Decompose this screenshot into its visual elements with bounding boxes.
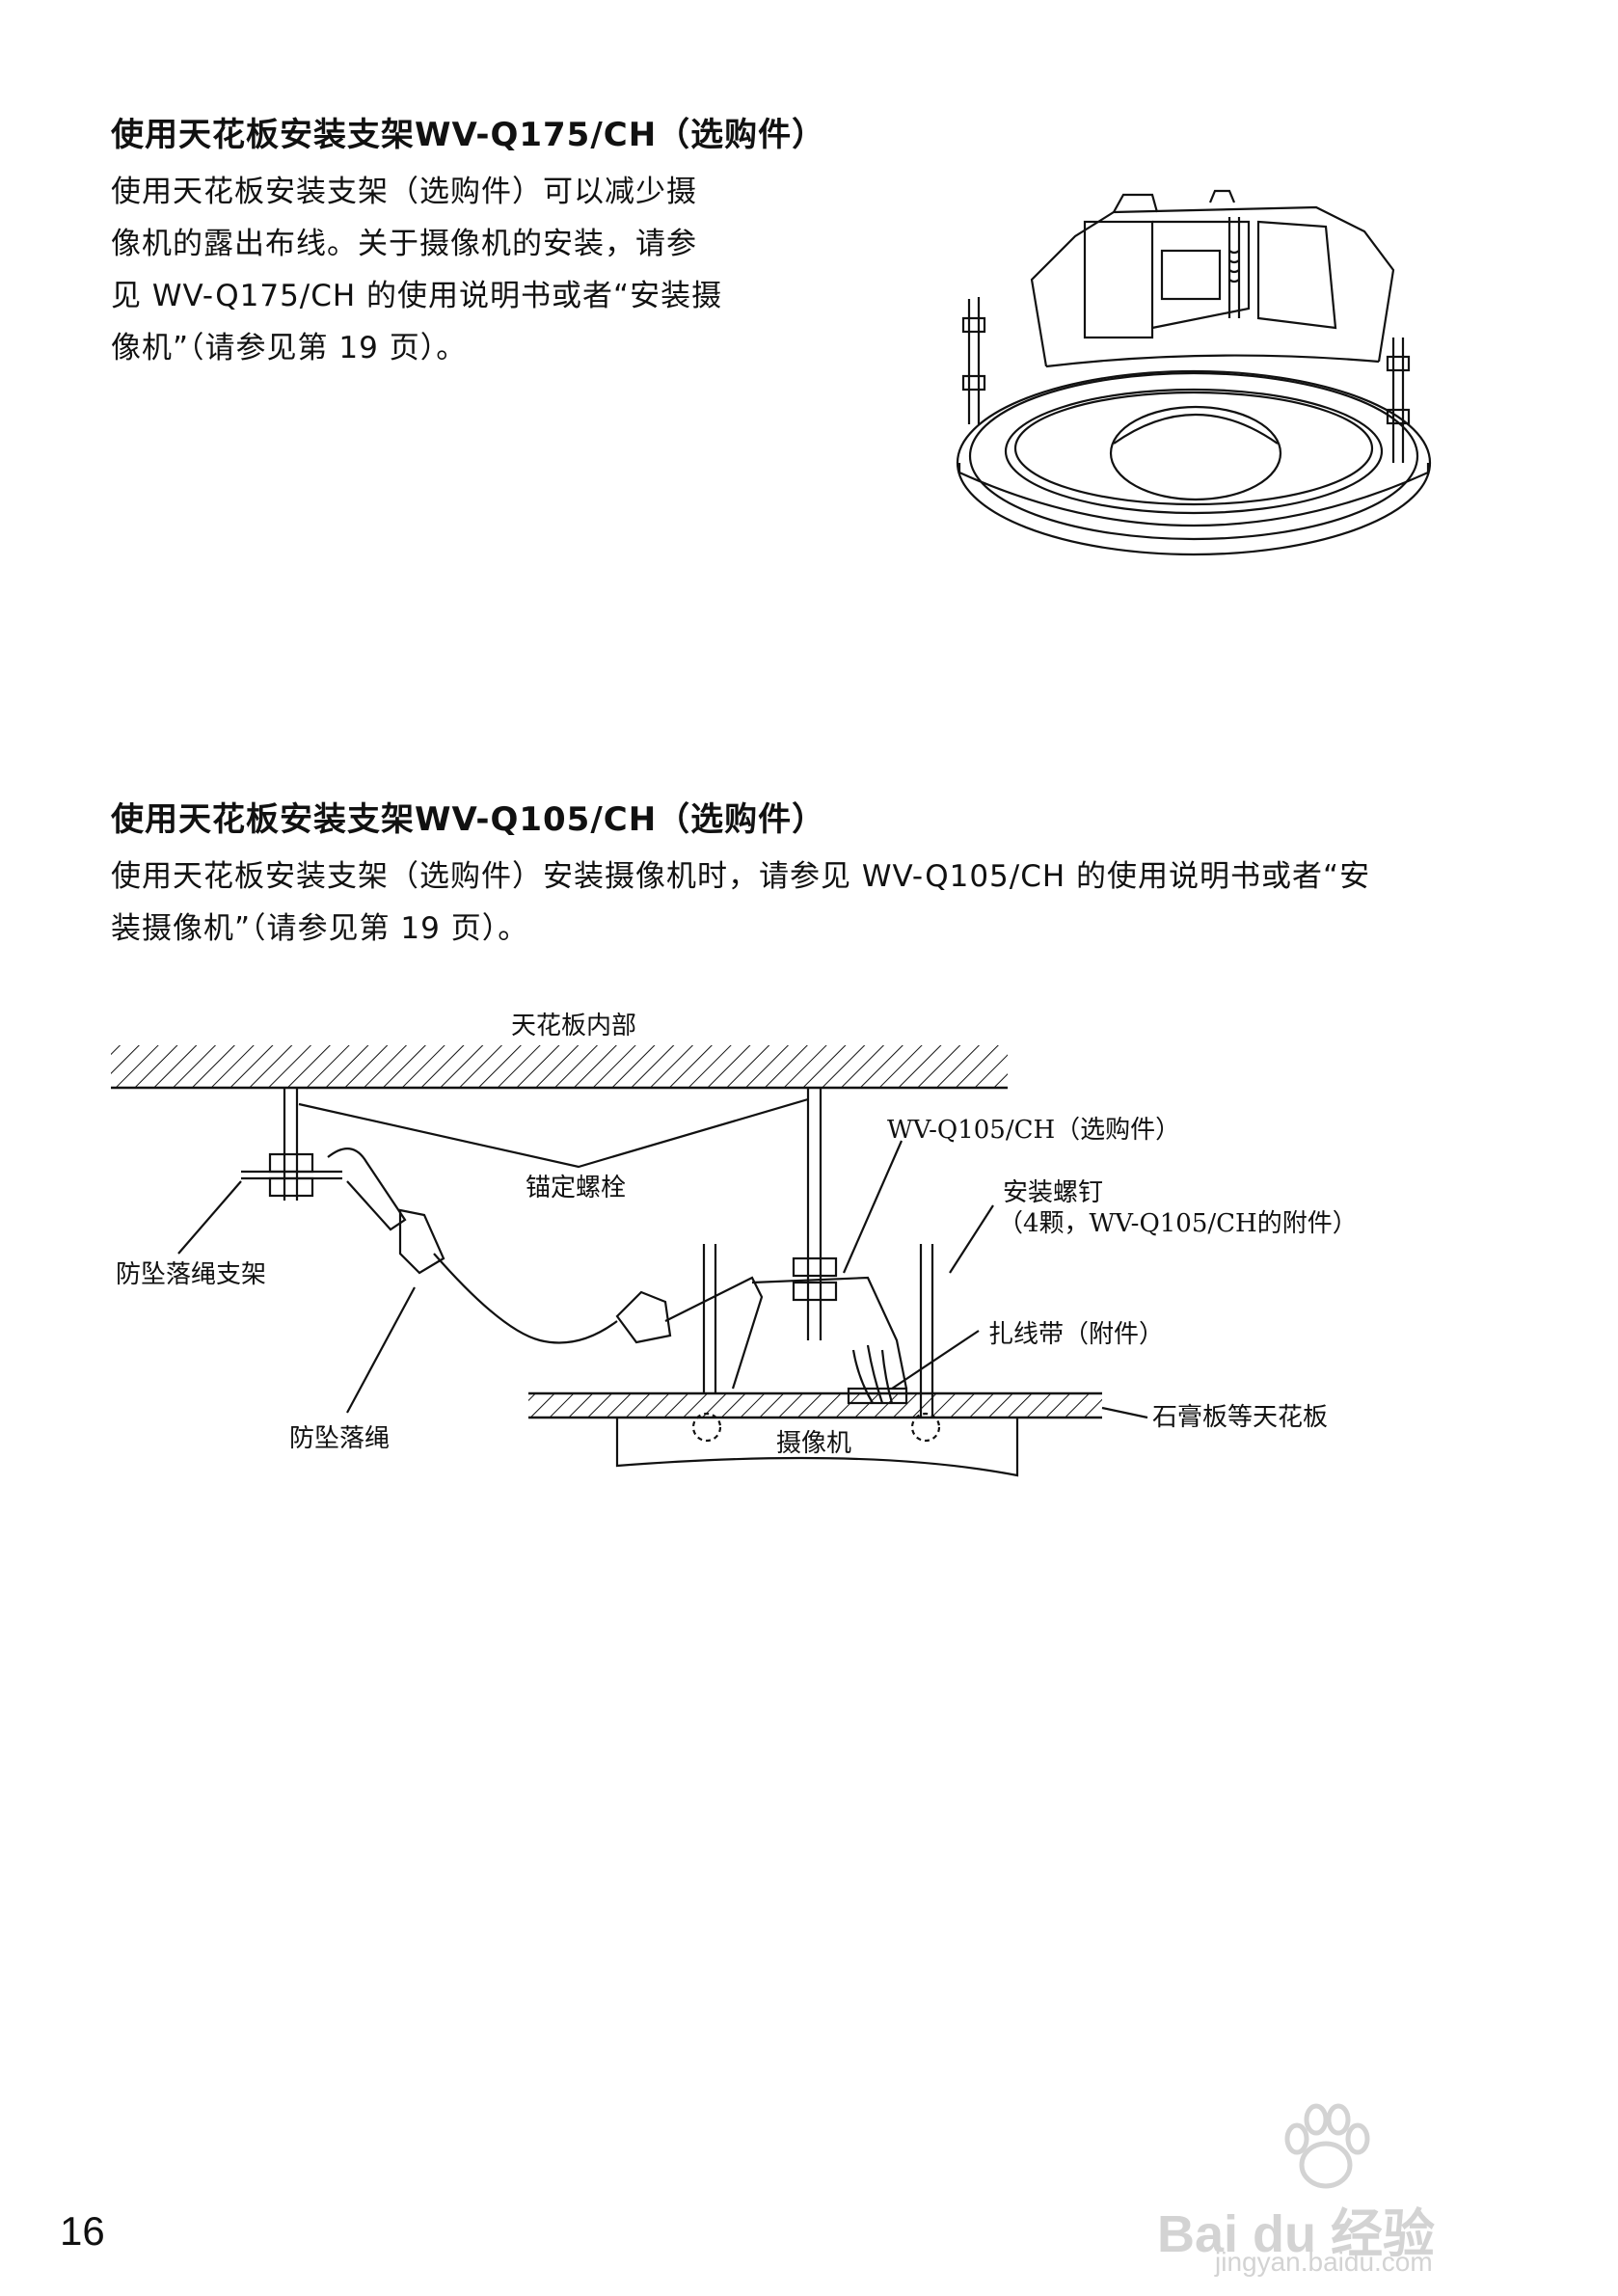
body-line: 装摄像机”（请参见第 19 页）。 <box>111 911 529 946</box>
watermark-brand: Bai du 经验 <box>1157 2205 1436 2263</box>
label-camera: 摄像机 <box>776 1429 851 1458</box>
fall-rope <box>433 1253 618 1344</box>
label-fall-bracket: 防坠落绳支架 <box>116 1260 266 1289</box>
ceiling-mount-camera-illustration <box>956 189 1432 556</box>
label-ceiling-inside: 天花板内部 <box>511 1012 636 1040</box>
cables <box>851 1344 894 1404</box>
label-gypsum-board: 石膏板等天花板 <box>1152 1403 1328 1432</box>
label-mount-screw: 安装螺钉 <box>1003 1178 1103 1207</box>
paw-icon <box>1284 2103 1370 2189</box>
label-mount-screw-note: （4颗，WV-Q105/CH的附件） <box>998 1209 1358 1238</box>
watermark-url: jingyan.baidu.com <box>1215 2247 1433 2277</box>
anchor-bolt-right <box>806 1088 822 1340</box>
label-anchor-bolt: 锚定螺栓 <box>526 1174 626 1202</box>
section-heading-q175: 使用天花板安装支架WV-Q175/CH（选购件） <box>111 116 826 154</box>
section-body-q175: 使用天花板安装支架（选购件）可以减少摄 像机的露出布线。关于摄像机的安装，请参 … <box>111 166 722 374</box>
body-line: 像机”（请参见第 19 页）。 <box>111 331 468 365</box>
ceiling-slab <box>111 1045 1008 1088</box>
body-line: 使用天花板安装支架（选购件）可以减少摄 <box>111 175 697 209</box>
label-cable-tie: 扎线带（附件） <box>988 1320 1164 1349</box>
page-number: 16 <box>60 2208 105 2254</box>
section-body-q105: 使用天花板安装支架（选购件）安装摄像机时，请参见 WV-Q105/CH 的使用说… <box>111 851 1370 955</box>
body-line: 使用天花板安装支架（选购件）安装摄像机时，请参见 WV-Q105/CH 的使用说… <box>111 859 1371 894</box>
body-line: 见 WV-Q175/CH 的使用说明书或者“安装摄 <box>111 279 723 313</box>
baidu-watermark: Bai du 经验 jingyan.baidu.com <box>1157 2102 1572 2277</box>
label-fall-rope: 防坠落绳 <box>289 1424 390 1453</box>
installation-diagram: 天花板内部 锚定螺栓 防坠落绳支架 防坠落绳 WV-Q105/CH（选购件） 安… <box>111 1012 1358 1477</box>
gypsum-board <box>528 1393 1102 1418</box>
section-heading-q105: 使用天花板安装支架WV-Q105/CH（选购件） <box>111 800 826 839</box>
anchor-bolt-left <box>283 1088 299 1201</box>
camera-body <box>615 1418 1019 1477</box>
label-bracket-model: WV-Q105/CH（选购件） <box>887 1116 1180 1145</box>
bracket <box>664 1276 908 1390</box>
body-line: 像机的露出布线。关于摄像机的安装，请参 <box>111 227 697 261</box>
